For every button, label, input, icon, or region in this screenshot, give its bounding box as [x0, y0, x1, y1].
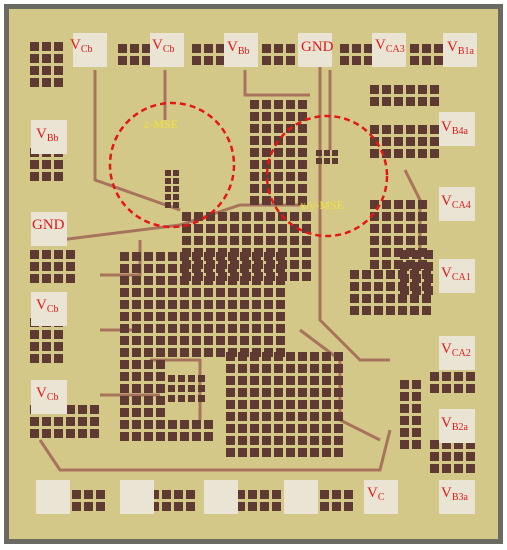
bond-pad	[439, 187, 475, 221]
pad-label-top-gnd: GND	[301, 39, 334, 55]
pad-label-right-vb4a: VB4a	[441, 119, 468, 137]
pad-label-right-vb2a: VB2a	[441, 415, 468, 433]
bond-pad	[204, 480, 238, 514]
bond-pad	[439, 480, 475, 514]
bond-pad	[120, 480, 154, 514]
bond-pad	[439, 409, 475, 443]
xy-mse-circle	[265, 114, 389, 238]
z-mse-label: z-MSE	[144, 117, 178, 131]
pad-label-right-vca4: VCA4	[441, 193, 471, 211]
pad-label-top-vcb-1: VCb	[70, 37, 93, 55]
pad-label-left-vcb-1: VCb	[36, 297, 59, 315]
pad-label-top-vb1a: VB1a	[447, 39, 474, 57]
bond-pad	[31, 292, 67, 326]
pad-label-left-gnd: GND	[32, 217, 65, 233]
bond-pad	[298, 33, 332, 67]
pad-label-left-vbb: VBb	[36, 126, 59, 144]
bond-pad	[372, 33, 406, 67]
bond-pad	[439, 112, 475, 146]
bond-pad	[31, 120, 67, 154]
bond-pad	[224, 33, 258, 67]
pad-label-right-vb3a: VB3a	[441, 485, 468, 503]
bond-pads	[31, 33, 477, 514]
bond-pad	[364, 480, 398, 514]
bond-pad	[284, 480, 318, 514]
bond-pad	[36, 480, 70, 514]
bond-pad	[150, 33, 184, 67]
pad-label-top-vcb-2: VCb	[152, 37, 175, 55]
pad-label-right-vca1: VCA1	[441, 265, 471, 283]
bond-pad	[439, 259, 475, 293]
bond-pad	[31, 212, 67, 246]
z-mse-circle	[108, 101, 236, 229]
bond-pad	[439, 336, 475, 370]
pad-label-top-vbb: VBb	[227, 39, 250, 57]
pad-label-right-vca2: VCA2	[441, 341, 471, 359]
cell-array	[30, 42, 475, 511]
bond-pad	[443, 33, 477, 67]
pad-label-left-vcb-2: VCb	[36, 385, 59, 403]
xy-mse-label: x/y-MSE	[300, 198, 345, 212]
pad-label-top-vca3: VCA3	[375, 37, 405, 55]
bond-pad	[73, 33, 107, 67]
bond-pad	[31, 380, 67, 414]
pad-label-bottom-vc: VC	[367, 485, 385, 503]
